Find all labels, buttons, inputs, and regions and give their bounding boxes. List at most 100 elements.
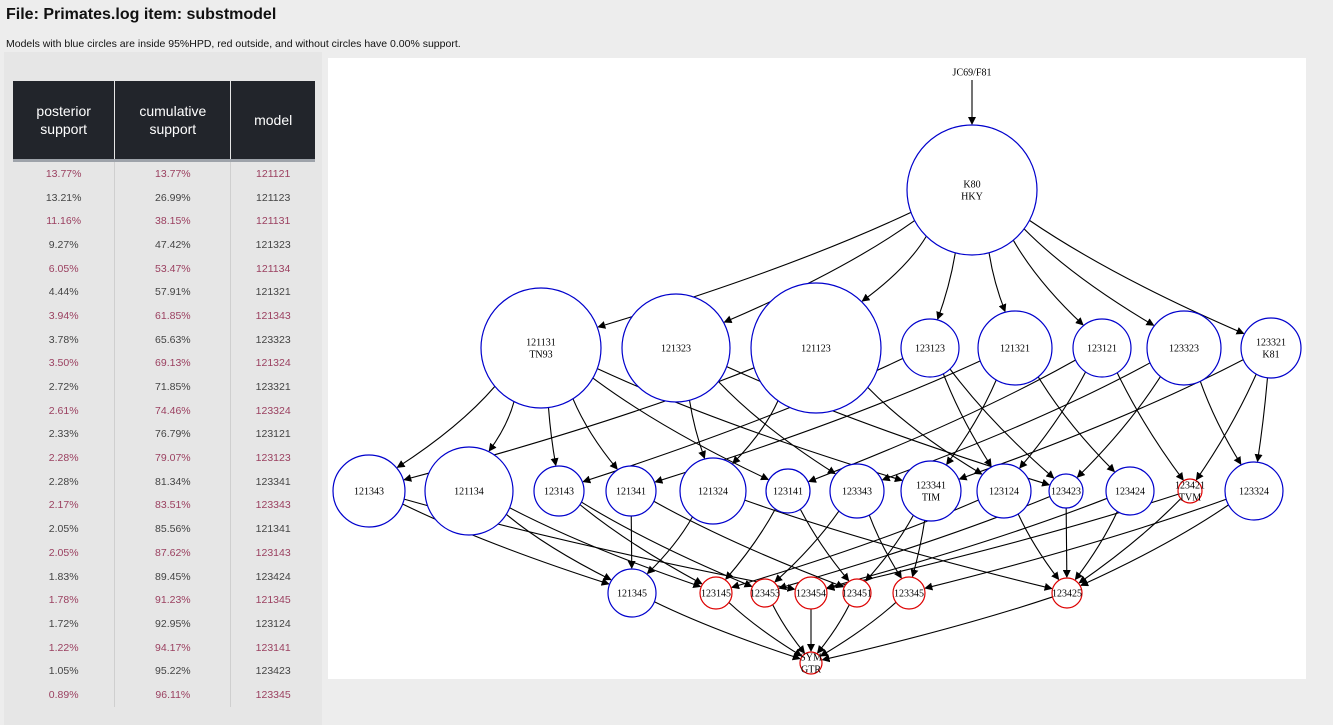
- cumulative-cell: 65.63%: [114, 327, 232, 352]
- table-row[interactable]: 9.27%47.42%121323: [13, 233, 315, 257]
- model-cell: 121343: [230, 304, 315, 328]
- graph-node[interactable]: 123424: [1105, 466, 1155, 516]
- graph-node[interactable]: 123453: [750, 578, 780, 608]
- graph-edge: [1076, 376, 1161, 478]
- graph-node[interactable]: 121341: [605, 465, 657, 517]
- graph-node[interactable]: 123425: [1051, 577, 1083, 609]
- table-row[interactable]: 2.05%87.62%123143: [13, 541, 315, 565]
- graph-edge: [1062, 507, 1071, 579]
- node-circle: [1105, 466, 1155, 516]
- table-row[interactable]: 2.28%79.07%123123: [13, 446, 315, 470]
- node-label: 123143: [544, 487, 574, 498]
- graph-node[interactable]: 123345: [892, 576, 926, 610]
- cumulative-cell: 81.34%: [114, 469, 232, 494]
- graph-edge: [1074, 511, 1118, 581]
- table-row[interactable]: 2.28%81.34%123341: [13, 469, 315, 494]
- graph-node[interactable]: JC69/F81: [953, 68, 992, 79]
- graph-edge: [1195, 373, 1257, 481]
- graph-node[interactable]: 121345: [607, 568, 657, 618]
- model-cell: 121321: [230, 280, 315, 305]
- column-header-model[interactable]: model: [230, 81, 315, 162]
- graph-edge: [509, 507, 702, 589]
- graph-node[interactable]: 123121: [1072, 318, 1132, 378]
- cumulative-cell: 71.85%: [114, 375, 232, 399]
- node-circle: [977, 310, 1053, 386]
- table-row[interactable]: 2.17%83.51%123343: [13, 493, 315, 518]
- table-row[interactable]: 13.21%26.99%121123: [13, 185, 315, 210]
- table-row[interactable]: 1.22%94.17%123141: [13, 635, 315, 660]
- table-row[interactable]: 11.16%38.15%121131: [13, 209, 315, 234]
- graph-edge: [1080, 504, 1229, 587]
- table-row[interactable]: 1.83%89.45%123424: [13, 564, 315, 589]
- column-header-cumulative[interactable]: cumulative support: [114, 81, 232, 162]
- table-row[interactable]: 4.44%57.91%121321: [13, 280, 315, 305]
- graph-node[interactable]: 123324: [1224, 461, 1284, 521]
- node-circle: [976, 463, 1032, 519]
- graph-edge: [1019, 371, 1087, 469]
- graph-node[interactable]: 121324: [679, 457, 747, 525]
- column-header-posterior[interactable]: posterior support: [13, 81, 116, 162]
- graph-node[interactable]: 123143: [533, 465, 585, 517]
- table-row[interactable]: 1.72%92.95%123124: [13, 612, 315, 636]
- table-row[interactable]: 1.78%91.23%121345: [13, 588, 315, 613]
- graph-node[interactable]: 121323: [621, 293, 731, 403]
- graph-edge: [946, 379, 997, 466]
- graph-node[interactable]: 121321: [977, 310, 1053, 386]
- graph-node[interactable]: 123124: [976, 463, 1032, 519]
- node-circle: [750, 578, 780, 608]
- page-subtitle: Models with blue circles are inside 95%H…: [6, 38, 461, 50]
- graph-node[interactable]: 123141: [765, 468, 811, 514]
- graph-edge: [1254, 377, 1269, 463]
- table-row[interactable]: 2.61%74.46%123324: [13, 398, 315, 423]
- posterior-cell: 2.72%: [13, 375, 116, 399]
- table-row[interactable]: 0.89%96.11%123345: [13, 683, 315, 707]
- model-cell: 121134: [230, 256, 315, 281]
- posterior-cell: 4.44%: [13, 280, 116, 305]
- node-label: 121343: [354, 487, 384, 498]
- table-row[interactable]: 13.77%13.77%121121: [13, 160, 315, 186]
- node-circle: [750, 282, 882, 414]
- node-label: K80: [963, 180, 980, 191]
- graph-edge: [654, 601, 801, 661]
- graph-node[interactable]: 123454: [794, 576, 828, 610]
- node-label: 121321: [1000, 344, 1030, 355]
- graph-edge: [910, 520, 926, 578]
- posterior-cell: 6.05%: [13, 256, 116, 281]
- table-row[interactable]: 3.50%69.13%121324: [13, 351, 315, 376]
- graph-node[interactable]: 121134: [424, 446, 514, 536]
- graph-edge: [688, 400, 706, 460]
- cumulative-cell: 95.22%: [114, 659, 232, 684]
- node-circle: [829, 463, 885, 519]
- graph-node[interactable]: 123423: [1048, 473, 1084, 509]
- table-row[interactable]: 2.33%76.79%123121: [13, 422, 315, 447]
- graph-node[interactable]: 123343: [829, 463, 885, 519]
- graph-node[interactable]: 121343: [332, 454, 406, 528]
- graph-edge: [826, 497, 1108, 590]
- graph-node[interactable]: 123123: [900, 318, 960, 378]
- model-cell: 123341: [230, 469, 315, 494]
- model-cell: 123345: [230, 683, 315, 707]
- graph-edge: [572, 398, 618, 470]
- table-row[interactable]: 1.05%95.22%123423: [13, 659, 315, 684]
- graph-edge: [942, 373, 992, 467]
- table-row[interactable]: 6.05%53.47%121134: [13, 256, 315, 281]
- graph-node[interactable]: 123145: [699, 576, 733, 610]
- table-row[interactable]: 2.72%71.85%123321: [13, 375, 315, 399]
- graph-node[interactable]: 123451: [842, 578, 872, 608]
- table-row[interactable]: 2.05%85.56%121341: [13, 517, 315, 541]
- graph-edge: [865, 515, 914, 582]
- table-row[interactable]: 3.94%61.85%121343: [13, 304, 315, 328]
- graph-node[interactable]: 121123: [750, 282, 882, 414]
- node-circle: [1048, 473, 1084, 509]
- table-row[interactable]: 3.78%65.63%123323: [13, 327, 315, 352]
- node-label: GTR: [801, 665, 821, 676]
- graph-node[interactable]: 123323: [1146, 310, 1222, 386]
- posterior-cell: 13.21%: [13, 185, 116, 210]
